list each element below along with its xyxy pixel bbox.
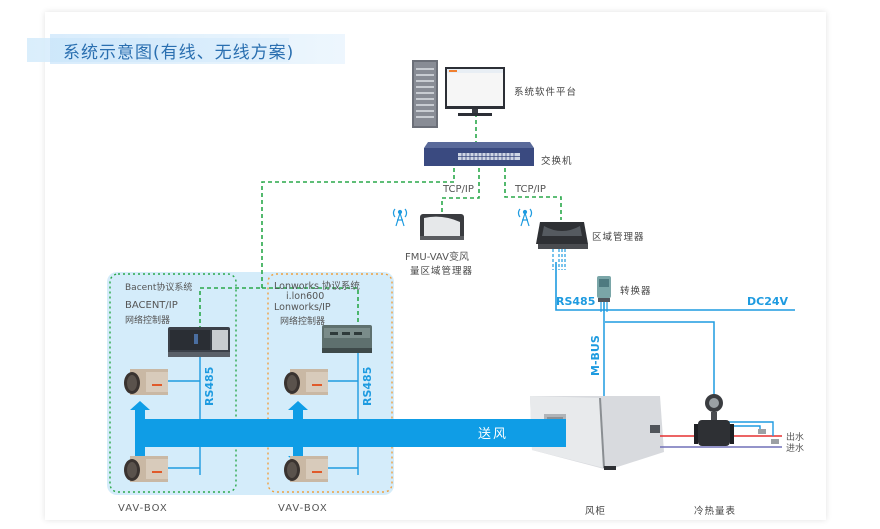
diagram-title: 系统示意图(有线、无线方案) [63,43,295,63]
network-switch-icon [424,142,534,166]
mbus-lines [603,302,715,396]
label-tcpip-right: TCP/IP [515,184,546,195]
antenna-icon-fmu [392,208,408,227]
lonworks-ip-controller [322,325,372,353]
monitor-icon [445,67,505,116]
lonworks-zone-border [267,273,393,493]
converter-device [597,276,611,302]
label-dc24v: DC24V [747,295,789,308]
label-bacent-ctrl-line1: BACENT/IP [125,300,178,311]
bacent-zone-border [109,273,237,493]
label-ahu: 风柜 [585,506,607,517]
label-rs485-lon: RS485 [361,366,374,406]
label-water-out: 出水 [786,433,805,443]
label-converter: 转换器 [620,286,652,297]
bacent-ip-controller [168,327,230,357]
label-software-platform: 系统软件平台 [514,87,578,98]
label-tcpip-left: TCP/IP [443,184,474,195]
airflow-arrow-left [130,401,150,465]
label-lon-system: Lonworks 协议系统 [274,281,360,292]
label-energy-meter: 冷热量表 [694,506,737,517]
ethernet-switch-bacent [261,168,455,288]
label-vav-box-right: VAV-BOX [278,503,328,514]
label-lon-ctrl-line3: 网络控制器 [280,317,326,327]
vav-box-device-4 [284,456,328,482]
ethernet-lon-branch [262,287,359,325]
vav-box-device-2 [124,456,168,482]
label-zone-manager: 区域管理器 [592,232,645,243]
label-rs485-bacent: RS485 [203,366,216,406]
title-band-overlay [50,34,345,64]
ethernet-switch-fmu [441,168,480,214]
supply-air-duct [135,419,565,447]
label-rs485-bus: RS485 [556,295,596,308]
label-lon-ctrl-line2: Lonworks/IP [274,302,331,313]
label-bacent-ctrl-line2: 网络控制器 [125,316,171,326]
label-supply-air: 送风 [478,427,509,442]
rs485-dc24v-bus [555,262,795,311]
server-icon [412,60,438,128]
label-lon-ctrl-line1: i.lon600 [286,291,325,302]
energy-meter-device [694,394,734,446]
sensor-line [728,421,774,436]
label-switch: 交换机 [541,156,573,167]
ethernet-bacent-branch [199,287,262,330]
label-water-in: 进水 [786,444,805,454]
label-vav-box-left: VAV-BOX [118,503,168,514]
label-bacent-system: Bacent协议系统 [125,283,193,293]
ethernet-lines [199,113,562,330]
temperature-sensor-2 [771,439,779,444]
vav-box-device-3 [284,369,328,395]
label-fmu-line1: FMU-VAV变风 [405,252,469,263]
vav-box-device-1 [124,369,168,395]
label-fmu-line2: 量区域管理器 [410,266,474,277]
antenna-icon-zone [517,208,533,227]
temperature-sensor-1 [758,429,766,434]
airflow-arrow-right [288,401,308,465]
label-mbus: M-BUS [589,335,602,376]
fmu-vav-manager-device [420,214,464,240]
zone-manager-device [536,222,588,249]
ethernet-switch-zone [504,168,562,220]
